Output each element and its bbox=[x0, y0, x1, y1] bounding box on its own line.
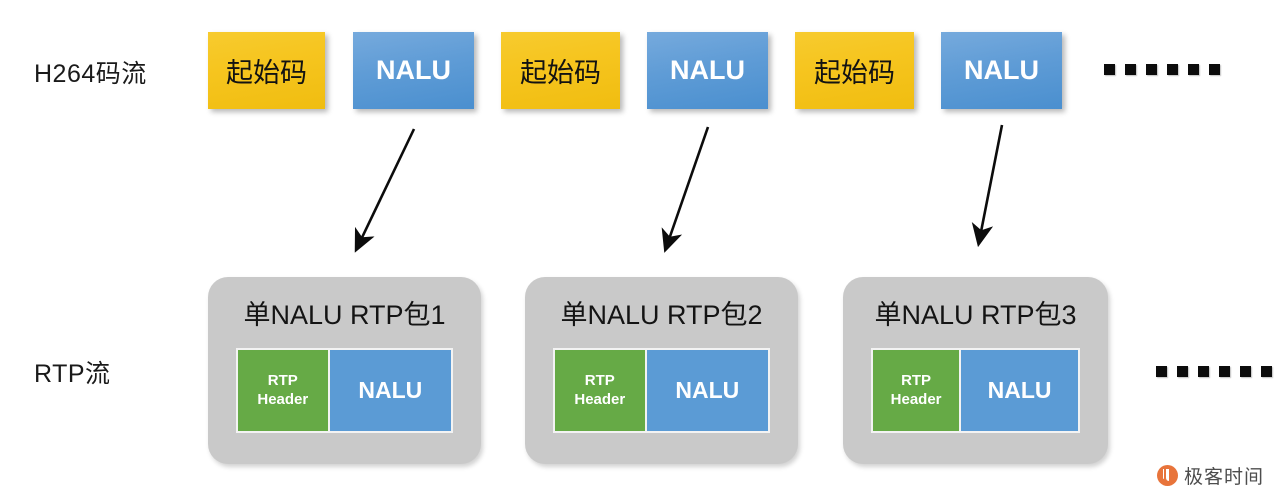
rtp-header-line-2: Header bbox=[574, 390, 626, 408]
rtp-packet-panel-2: 单NALU RTP包2 RTP Header NALU bbox=[525, 277, 798, 464]
arrow-nalu-1-to-rtp-packet-1 bbox=[354, 128, 416, 253]
arrow-nalu-2-to-rtp-packet-2 bbox=[661, 126, 710, 253]
ellipsis-dot bbox=[1219, 366, 1230, 377]
rtp-payload-nalu-2: NALU bbox=[646, 350, 768, 431]
rtp-payload-nalu-3: NALU bbox=[961, 350, 1078, 431]
rtp-packet-title-2: 单NALU RTP包2 bbox=[560, 300, 763, 330]
ellipsis-dot bbox=[1146, 64, 1157, 75]
rtp-packet-panel-3: 单NALU RTP包3 RTP Header NALU bbox=[843, 277, 1108, 464]
rtp-header-line-2: Header bbox=[890, 390, 942, 408]
rtp-header-box-1: RTP Header bbox=[238, 350, 330, 431]
arrow-nalu-3-to-rtp-packet-3 bbox=[971, 124, 1004, 248]
rtp-header-line-1: RTP bbox=[267, 371, 298, 389]
rtp-stream-row-label: RTP流 bbox=[34, 360, 111, 388]
h264-stream-row-label: H264码流 bbox=[34, 60, 147, 88]
ellipsis-dot bbox=[1177, 366, 1188, 377]
h264-block-start-code-2: 起始码 bbox=[501, 32, 620, 109]
geektime-logo-icon bbox=[1157, 465, 1178, 486]
ellipsis-dot bbox=[1125, 64, 1136, 75]
h264-row-ellipsis bbox=[1104, 64, 1220, 75]
ellipsis-dot bbox=[1261, 366, 1272, 377]
rtp-packet-panel-1: 单NALU RTP包1 RTP Header NALU bbox=[208, 277, 481, 464]
rtp-header-box-3: RTP Header bbox=[873, 350, 962, 431]
h264-block-nalu-2: NALU bbox=[647, 32, 768, 109]
rtp-header-box-2: RTP Header bbox=[555, 350, 647, 431]
rtp-packet-title-3: 单NALU RTP包3 bbox=[874, 300, 1077, 330]
watermark: 极客时间 bbox=[1157, 462, 1264, 489]
rtp-header-line-1: RTP bbox=[901, 371, 932, 389]
ellipsis-dot bbox=[1188, 64, 1199, 75]
h264-block-nalu-3: NALU bbox=[941, 32, 1062, 109]
rtp-payload-nalu-1: NALU bbox=[329, 350, 451, 431]
ellipsis-dot bbox=[1209, 64, 1220, 75]
rtp-packet-title-1: 单NALU RTP包1 bbox=[243, 300, 446, 330]
ellipsis-dot bbox=[1167, 64, 1178, 75]
h264-block-nalu-1: NALU bbox=[353, 32, 474, 109]
rtp-packet-layout-3: RTP Header NALU bbox=[871, 348, 1080, 433]
ellipsis-dot bbox=[1240, 366, 1251, 377]
rtp-header-line-1: RTP bbox=[584, 371, 615, 389]
ellipsis-dot bbox=[1156, 366, 1167, 377]
h264-block-start-code-1: 起始码 bbox=[208, 32, 325, 109]
ellipsis-dot bbox=[1198, 366, 1209, 377]
rtp-packet-layout-2: RTP Header NALU bbox=[553, 348, 770, 433]
watermark-label: 极客时间 bbox=[1184, 467, 1265, 488]
rtp-packet-layout-1: RTP Header NALU bbox=[236, 348, 453, 433]
ellipsis-dot bbox=[1104, 64, 1115, 75]
rtp-header-line-2: Header bbox=[257, 390, 309, 408]
rtp-row-ellipsis bbox=[1156, 366, 1272, 377]
h264-block-start-code-3: 起始码 bbox=[795, 32, 914, 109]
